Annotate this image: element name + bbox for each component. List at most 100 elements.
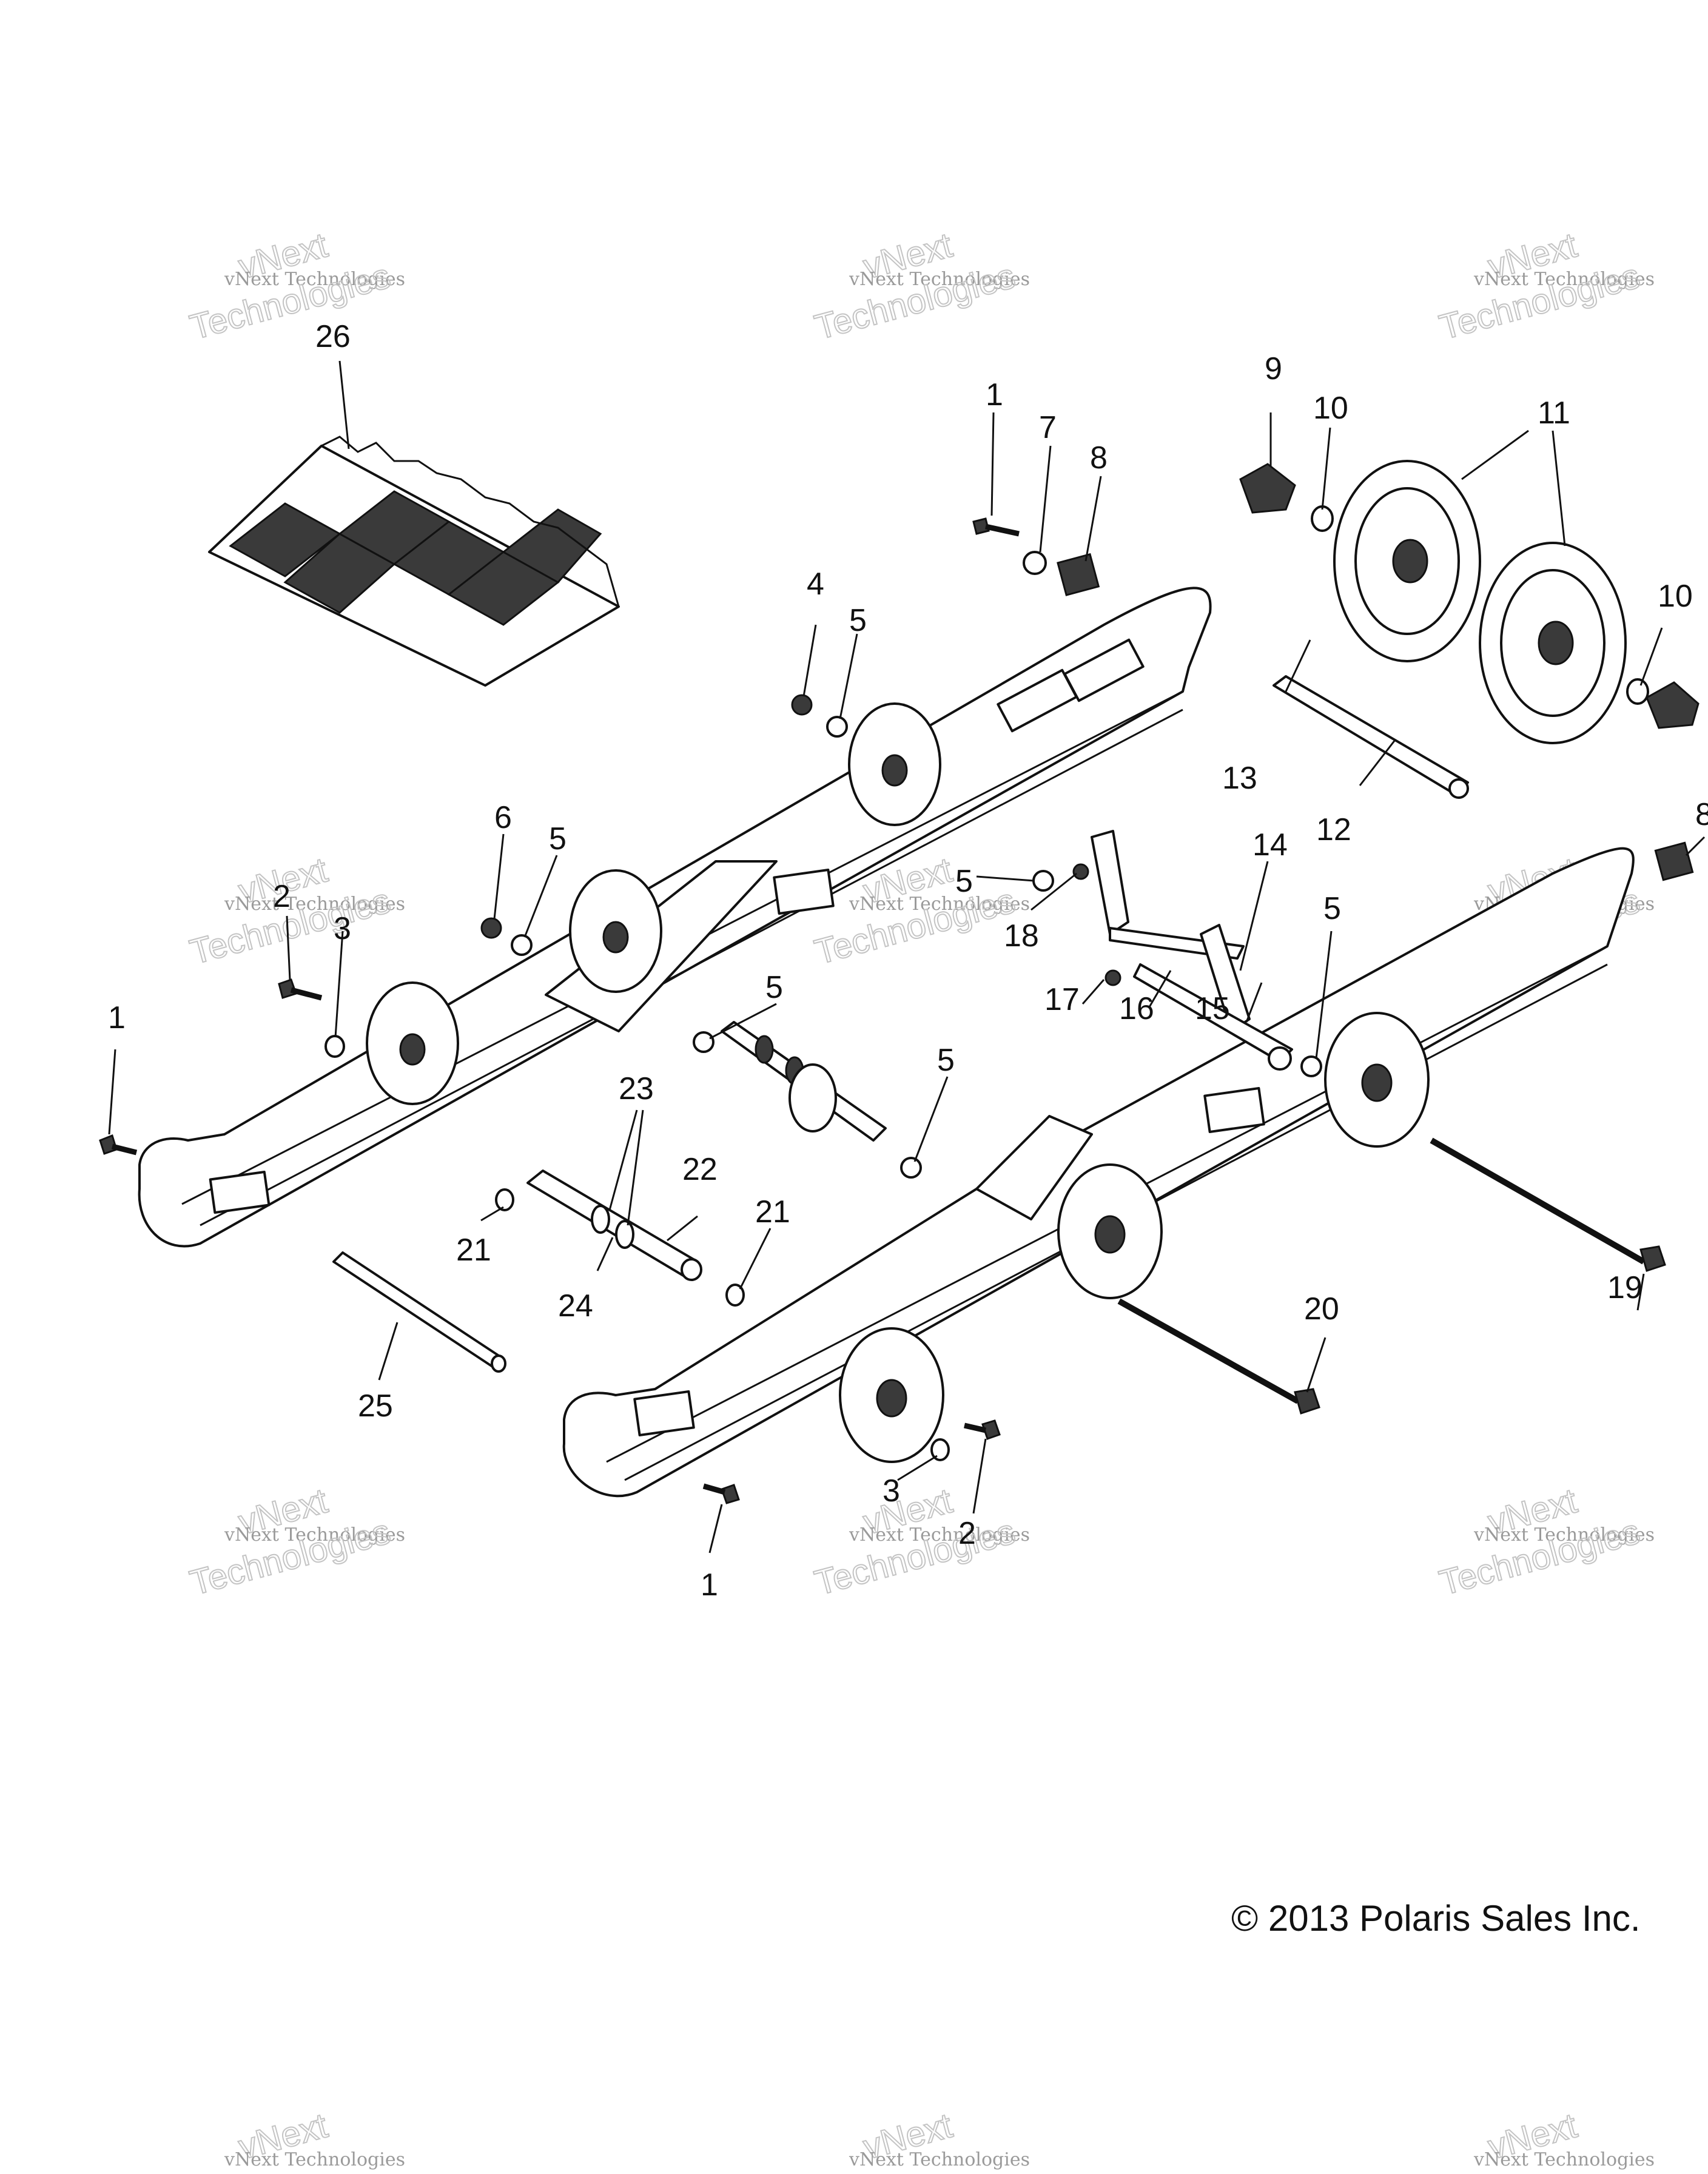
- watermark: vNext vNext Technologies Technologies: [1435, 1480, 1655, 1603]
- nut: [1072, 863, 1089, 880]
- washer: [511, 934, 533, 956]
- callout-6: 6: [494, 800, 512, 835]
- svg-text:vNext Technologies: vNext Technologies: [1473, 1524, 1655, 1546]
- callout-1: 1: [108, 1000, 126, 1035]
- watermark: vNext vNext Technologies Technologies: [186, 1480, 405, 1603]
- washer: [826, 716, 848, 738]
- callout-14: 14: [1252, 827, 1288, 863]
- spacer-ring: [1626, 678, 1649, 705]
- bolt-head: [721, 1484, 740, 1504]
- callout-5: 5: [849, 603, 867, 638]
- callout-5: 5: [937, 1043, 955, 1078]
- callout-17: 17: [1044, 982, 1080, 1017]
- washer: [693, 1031, 714, 1053]
- nut: [480, 917, 502, 939]
- callout-16: 16: [1119, 991, 1154, 1026]
- square-nut: [1654, 841, 1694, 881]
- washer: [1300, 1055, 1322, 1077]
- watermark: vNext vNext Technologies Technologies: [1435, 224, 1655, 348]
- callout-21: 21: [755, 1194, 790, 1230]
- watermark: vNext vNext Technologies Technologies: [810, 224, 1030, 348]
- svg-text:vNext Technologies: vNext Technologies: [1473, 2149, 1655, 2170]
- svg-text:vNext Technologies: vNext Technologies: [224, 269, 405, 290]
- callout-1: 1: [986, 377, 1003, 412]
- svg-text:vNext Technologies: vNext Technologies: [849, 269, 1030, 290]
- front-shaft-part: [332, 1251, 506, 1373]
- spacer-tube-part: [526, 1169, 702, 1281]
- callout-9: 9: [1265, 351, 1282, 386]
- bolt-head: [972, 517, 990, 535]
- square-nut: [1057, 553, 1100, 596]
- callout-4: 4: [807, 567, 824, 602]
- watermark: vNext vNext Technologies Technologies: [186, 849, 405, 972]
- callout-10: 10: [1658, 579, 1693, 614]
- callout-3: 3: [334, 911, 351, 946]
- callout-22: 22: [682, 1152, 718, 1187]
- idler-axle: [1273, 675, 1469, 799]
- washer: [725, 1284, 745, 1307]
- torsion-spring-part: [721, 1021, 887, 1142]
- left-rail-wheel: [366, 981, 459, 1105]
- svg-text:vNext Technologies: vNext Technologies: [849, 893, 1030, 915]
- right-rail-wheel: [1057, 1163, 1163, 1299]
- rear-idler-wheel: [1479, 542, 1627, 744]
- callout-21: 21: [456, 1233, 491, 1268]
- callout-5: 5: [765, 970, 783, 1005]
- callout-18: 18: [1004, 918, 1039, 954]
- leader-lines: [108, 360, 1706, 1553]
- wheel-cap-part: [1239, 463, 1296, 514]
- washer: [1023, 551, 1047, 575]
- copyright-notice: © 2013 Polaris Sales Inc.: [1231, 1898, 1641, 1939]
- callout-2: 2: [273, 879, 291, 914]
- callout-25: 25: [358, 1388, 393, 1424]
- svg-text:vNext Technologies: vNext Technologies: [1473, 269, 1655, 290]
- washer: [1032, 870, 1054, 892]
- callout-3: 3: [883, 1473, 900, 1509]
- long-bolt-part: [1430, 1137, 1666, 1272]
- callout-8: 8: [1090, 440, 1108, 476]
- callout-7: 7: [1039, 410, 1057, 445]
- callout-labels: 26 1 7 8 9 10 11 10 8 4 5 6 5 2 3 1 13 1…: [108, 319, 1708, 1603]
- cross-shaft-bracket: [1091, 830, 1293, 1071]
- wheel-cap-part: [1646, 681, 1700, 729]
- callout-23: 23: [619, 1071, 654, 1106]
- svg-text:vNext Technologies: vNext Technologies: [224, 1524, 405, 1546]
- right-rail-wheel: [839, 1327, 944, 1463]
- washer: [495, 1188, 514, 1211]
- watermark: vNext vNext Technologies Technologies: [810, 1480, 1030, 1603]
- watermark: vNext vNext Technologies: [1473, 2105, 1655, 2170]
- svg-text:vNext Technologies: vNext Technologies: [224, 2149, 405, 2170]
- callout-12: 12: [1316, 812, 1351, 847]
- callout-11: 11: [1538, 395, 1570, 431]
- long-bolt-part: [1117, 1298, 1320, 1415]
- callout-5: 5: [549, 821, 567, 856]
- washer: [900, 1157, 922, 1179]
- washer: [324, 1035, 345, 1058]
- callout-8: 8: [1695, 797, 1708, 832]
- callout-26: 26: [315, 319, 351, 354]
- callout-5: 5: [1323, 891, 1341, 926]
- callout-2: 2: [958, 1516, 976, 1551]
- watermark: vNext vNext Technologies: [849, 2105, 1030, 2170]
- callout-19: 19: [1607, 1270, 1642, 1305]
- fastener-group: [99, 517, 1694, 1504]
- callout-24: 24: [558, 1288, 593, 1324]
- callout-15: 15: [1195, 991, 1230, 1026]
- left-rail-wheel: [569, 869, 662, 993]
- watermark: vNext vNext Technologies: [224, 2105, 405, 2170]
- callout-10: 10: [1313, 391, 1348, 426]
- left-rail-wheel: [848, 702, 941, 826]
- callout-1: 1: [701, 1567, 718, 1603]
- right-rail-wheel: [1324, 1012, 1430, 1148]
- nut: [791, 694, 813, 716]
- bolt-head: [981, 1419, 1001, 1440]
- callout-5: 5: [955, 864, 973, 899]
- track-section-part: [208, 436, 620, 687]
- spacer-ring: [1311, 505, 1334, 532]
- watermark: vNext vNext Technologies Technologies: [186, 224, 405, 348]
- nut: [1104, 969, 1121, 986]
- callout-13: 13: [1222, 761, 1257, 796]
- svg-text:vNext Technologies: vNext Technologies: [849, 2149, 1030, 2170]
- callout-20: 20: [1304, 1291, 1339, 1327]
